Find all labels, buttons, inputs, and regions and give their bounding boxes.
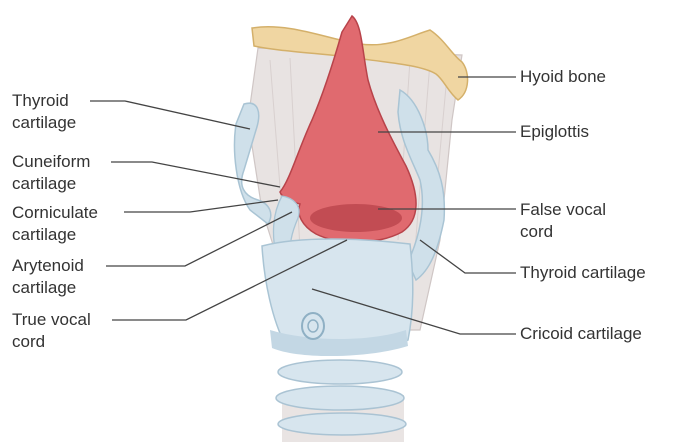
- tracheal-ring: [278, 360, 402, 384]
- label-cricoid-cartilage: Cricoid cartilage: [520, 323, 642, 345]
- label-arytenoid-cartilage: Arytenoid cartilage: [12, 255, 84, 299]
- label-line: Hyoid bone: [520, 66, 606, 88]
- label-hyoid-bone: Hyoid bone: [520, 66, 606, 88]
- tracheal-ring: [276, 386, 404, 410]
- label-line: Thyroid: [12, 90, 76, 112]
- label-line: Corniculate: [12, 202, 98, 224]
- label-thyroid-cartilage-left: Thyroid cartilage: [12, 90, 76, 134]
- label-thyroid-cartilage-right: Thyroid cartilage: [520, 262, 646, 284]
- label-line: cord: [12, 331, 91, 353]
- label-line: Arytenoid: [12, 255, 84, 277]
- leader-thyroid-left: [90, 101, 250, 129]
- label-line: cord: [520, 221, 606, 243]
- tracheal-ring: [278, 413, 406, 435]
- laryngeal-opening: [310, 204, 402, 232]
- label-epiglottis: Epiglottis: [520, 121, 589, 143]
- label-line: cartilage: [12, 112, 76, 134]
- cricoid-facet: [302, 313, 324, 339]
- trachea: [276, 360, 406, 442]
- label-line: cartilage: [12, 173, 90, 195]
- label-false-vocal-cord: False vocal cord: [520, 199, 606, 243]
- label-line: Cuneiform: [12, 151, 90, 173]
- label-line: Cricoid cartilage: [520, 323, 642, 345]
- label-line: cartilage: [12, 277, 84, 299]
- label-corniculate-cartilage: Corniculate cartilage: [12, 202, 98, 246]
- label-true-vocal-cord: True vocal cord: [12, 309, 91, 353]
- label-line: True vocal: [12, 309, 91, 331]
- label-line: Thyroid cartilage: [520, 262, 646, 284]
- label-line: False vocal: [520, 199, 606, 221]
- label-line: cartilage: [12, 224, 98, 246]
- label-cuneiform-cartilage: Cuneiform cartilage: [12, 151, 90, 195]
- label-line: Epiglottis: [520, 121, 589, 143]
